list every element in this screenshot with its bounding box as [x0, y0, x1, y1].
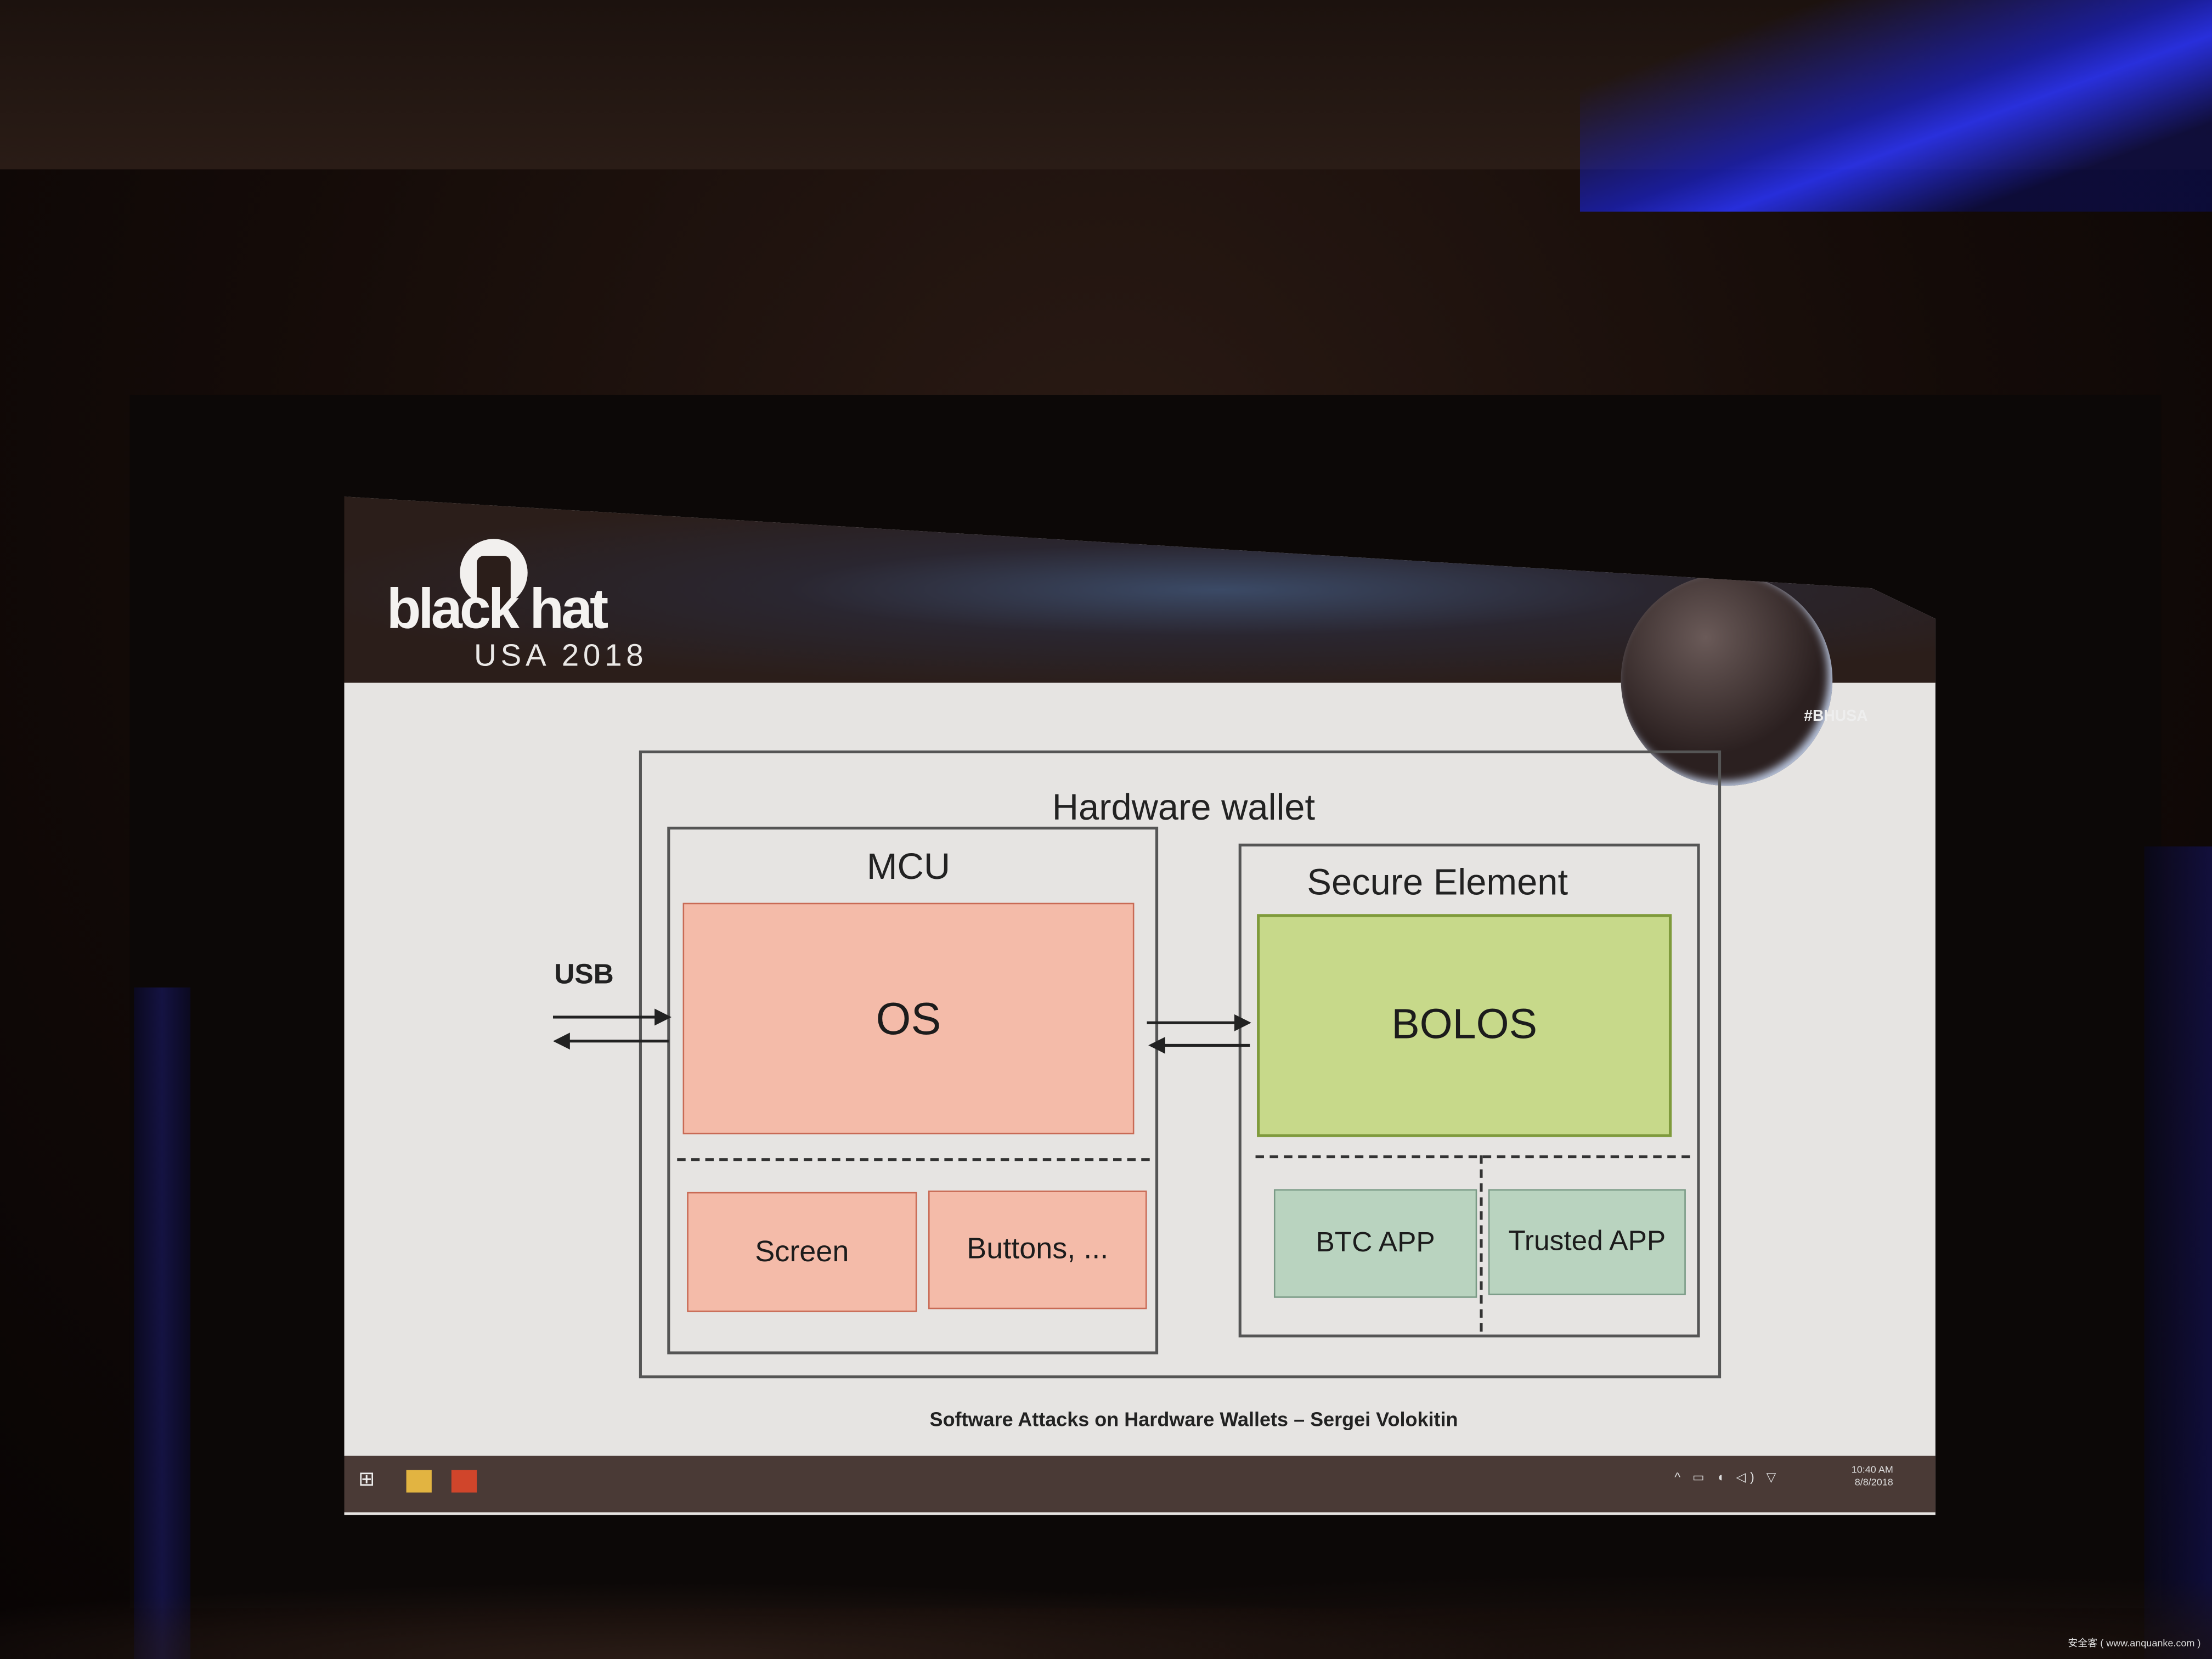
arrow-right-icon	[1147, 1014, 1251, 1031]
powerpoint-icon[interactable]	[451, 1470, 477, 1493]
os-block: OS	[682, 902, 1135, 1135]
mcu-title: MCU	[866, 845, 951, 888]
buttons-label: Buttons, ...	[967, 1233, 1109, 1266]
btc-app-label: BTC APP	[1316, 1227, 1435, 1259]
windows-taskbar: ⊞ ^ ▭ ◖ ◁) ▽ 10:40 AM 8/8/2018	[344, 1455, 1936, 1513]
blackhat-logo: black hat USA 2018	[387, 539, 711, 680]
arrow-left-icon	[1148, 1036, 1250, 1054]
os-label: OS	[876, 992, 941, 1043]
arrow-right-icon	[552, 1008, 672, 1026]
clock-date: 8/8/2018	[1854, 1478, 1893, 1488]
ceiling-light	[1579, 0, 2212, 212]
clock[interactable]: 10:40 AM 8/8/2018	[1852, 1464, 1893, 1489]
watermark: 安全客 ( www.anquanke.com )	[2068, 1639, 2201, 1649]
clock-time: 10:40 AM	[1851, 1465, 1893, 1476]
btc-app-block: BTC APP	[1273, 1189, 1477, 1298]
hardware-wallet-title: Hardware wallet	[1052, 786, 1316, 828]
buttons-block: Buttons, ...	[928, 1190, 1147, 1310]
system-tray-icons[interactable]: ^ ▭ ◖ ◁) ▽	[1674, 1470, 1781, 1485]
mcu-box	[667, 826, 1159, 1355]
slide-footer: Software Attacks on Hardware Wallets – S…	[929, 1408, 1458, 1431]
logo-sub: USA 2018	[473, 637, 648, 673]
secure-element-title: Secure Element	[1307, 860, 1568, 903]
audience-silhouettes	[0, 1523, 2212, 1659]
screen-label: Screen	[755, 1235, 849, 1268]
divider	[1480, 1155, 1483, 1332]
windows-start-icon[interactable]: ⊞	[358, 1467, 375, 1490]
screen-block: Screen	[687, 1192, 917, 1312]
presentation-slide: black hat USA 2018 #BHUSA Hardware walle…	[344, 496, 1936, 1515]
trusted-app-label: Trusted APP	[1508, 1226, 1666, 1257]
hat-icon	[460, 539, 528, 607]
usb-label: USB	[554, 959, 614, 991]
divider	[1255, 1155, 1690, 1159]
hardware-wallet-box	[639, 750, 1722, 1379]
trusted-app-block: Trusted APP	[1488, 1189, 1686, 1295]
divider	[677, 1158, 1150, 1161]
bolos-label: BOLOS	[1391, 1001, 1538, 1048]
bolos-block: BOLOS	[1257, 914, 1672, 1137]
file-explorer-icon[interactable]	[406, 1470, 432, 1493]
secure-element-box	[1238, 843, 1700, 1338]
arrow-left-icon	[552, 1032, 669, 1050]
hashtag: #BHUSA	[1804, 708, 1868, 725]
logo-word: black hat	[386, 578, 609, 641]
